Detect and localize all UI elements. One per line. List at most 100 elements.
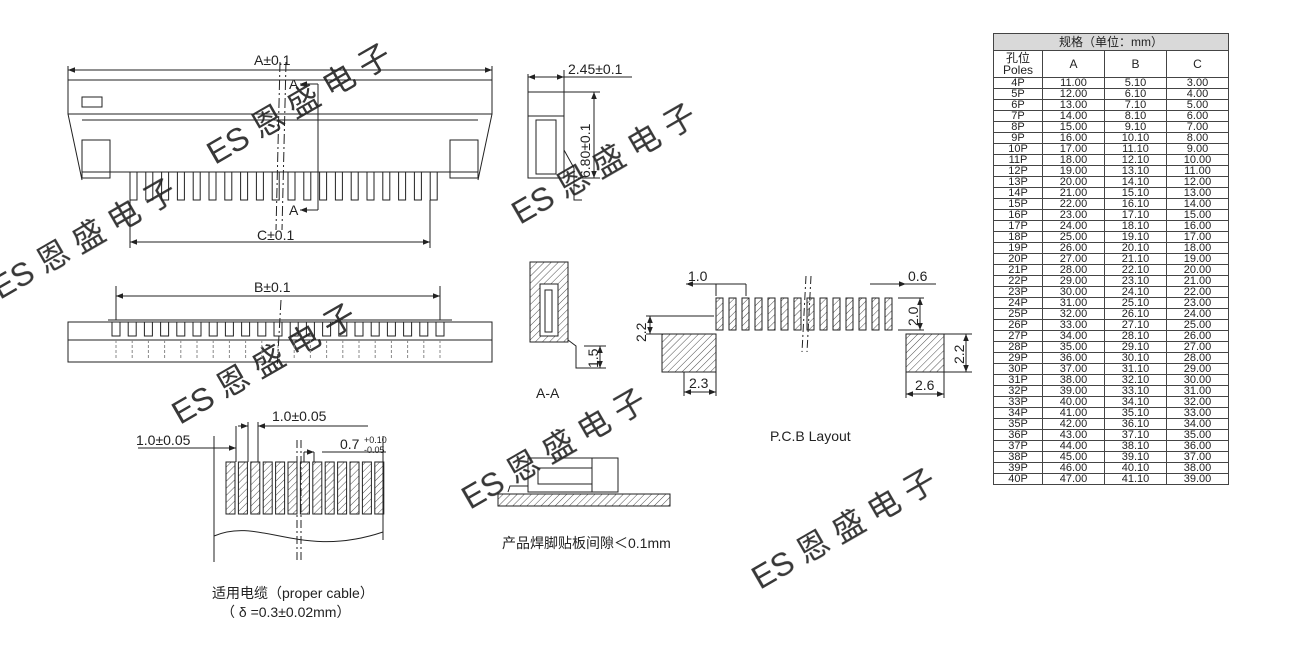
front-pin: [192, 171, 201, 201]
caption-section: A-A: [536, 385, 560, 401]
bottom-pin: [435, 321, 445, 337]
pole-cell: 37P: [993, 440, 1043, 452]
pole-cell: 23P: [993, 286, 1043, 298]
value-cell: 29.00: [1042, 275, 1105, 287]
value-cell: 28.00: [1042, 264, 1105, 276]
value-cell: 29.00: [1166, 363, 1229, 375]
pole-cell: 26P: [993, 319, 1043, 331]
pole-cell: 38P: [993, 451, 1043, 463]
bottom-pin: [241, 321, 251, 337]
front-pin: [271, 171, 280, 201]
value-cell: 8.00: [1166, 132, 1229, 144]
bottom-pin: [224, 321, 234, 337]
front-pin: [334, 171, 343, 201]
value-cell: 35.00: [1166, 429, 1229, 441]
value-cell: 40.00: [1042, 396, 1105, 408]
front-pin: [208, 171, 217, 201]
pcb-right-height-label: 2.2: [951, 344, 967, 364]
cable-finger: [374, 461, 385, 515]
value-cell: 32.00: [1166, 396, 1229, 408]
bottom-pin: [289, 321, 299, 337]
value-cell: 25.00: [1166, 319, 1229, 331]
value-cell: 21.10: [1104, 253, 1167, 265]
pcb-pad: [884, 297, 893, 331]
watermark: ES 恩 盛 电 子: [166, 297, 363, 431]
value-cell: 36.00: [1166, 440, 1229, 452]
pcb-pitch-label: 1.0: [688, 268, 708, 284]
caption-pcb: P.C.B Layout: [770, 428, 851, 444]
cable-finger: [275, 461, 286, 515]
bottom-pin: [176, 321, 186, 337]
cable-finger: [225, 461, 236, 515]
front-pin: [350, 171, 359, 201]
value-cell: 27.00: [1166, 341, 1229, 353]
front-pin: [319, 171, 328, 201]
cable-finger: [324, 461, 335, 515]
cable-tol-plus: +0.10: [364, 435, 387, 445]
solder-detail: [497, 457, 671, 507]
pcb-right-width-label: 2.6: [915, 377, 935, 393]
pcb-pad: [793, 297, 802, 331]
pole-cell: 20P: [993, 253, 1043, 265]
pole-cell: 31P: [993, 374, 1043, 386]
bottom-pin: [305, 321, 315, 337]
dim-section-h-label: 1.5: [585, 348, 601, 368]
dim-depth-label: 2.45±0.1: [568, 61, 623, 77]
pcb-left-width-label: 2.3: [689, 375, 709, 391]
pcb-layout: [646, 275, 972, 398]
pcb-pad: [845, 297, 854, 331]
pole-cell: 15P: [993, 198, 1043, 210]
bottom-pin: [160, 321, 170, 337]
dim-a-label: A±0.1: [254, 52, 291, 68]
pcb-pad: [754, 297, 763, 331]
value-cell: 14.00: [1166, 198, 1229, 210]
value-cell: 18.00: [1042, 154, 1105, 166]
value-cell: 22.00: [1166, 286, 1229, 298]
value-cell: 13.10: [1104, 165, 1167, 177]
value-cell: 11.00: [1042, 77, 1105, 89]
value-cell: 23.00: [1042, 209, 1105, 221]
value-cell: 20.00: [1166, 264, 1229, 276]
spec-table-header: 孔位 Poles: [993, 50, 1043, 78]
value-cell: 24.10: [1104, 286, 1167, 298]
bottom-view: [67, 286, 493, 371]
value-cell: 17.00: [1042, 143, 1105, 155]
value-cell: 10.10: [1104, 132, 1167, 144]
cable-finger: [337, 461, 348, 515]
cable-finger: [287, 461, 298, 515]
pole-cell: 14P: [993, 187, 1043, 199]
section-mark-top: A: [289, 76, 299, 92]
front-pin: [240, 171, 249, 201]
bottom-pin: [386, 321, 396, 337]
pcb-pad: [767, 297, 776, 331]
value-cell: 21.00: [1042, 187, 1105, 199]
value-cell: 25.00: [1042, 231, 1105, 243]
bottom-pin: [273, 321, 283, 337]
spec-table-header: B: [1104, 50, 1167, 78]
value-cell: 42.00: [1042, 418, 1105, 430]
pcb-pad: [858, 297, 867, 331]
value-cell: 34.10: [1104, 396, 1167, 408]
section-view: [529, 261, 606, 369]
pole-cell: 36P: [993, 429, 1043, 441]
